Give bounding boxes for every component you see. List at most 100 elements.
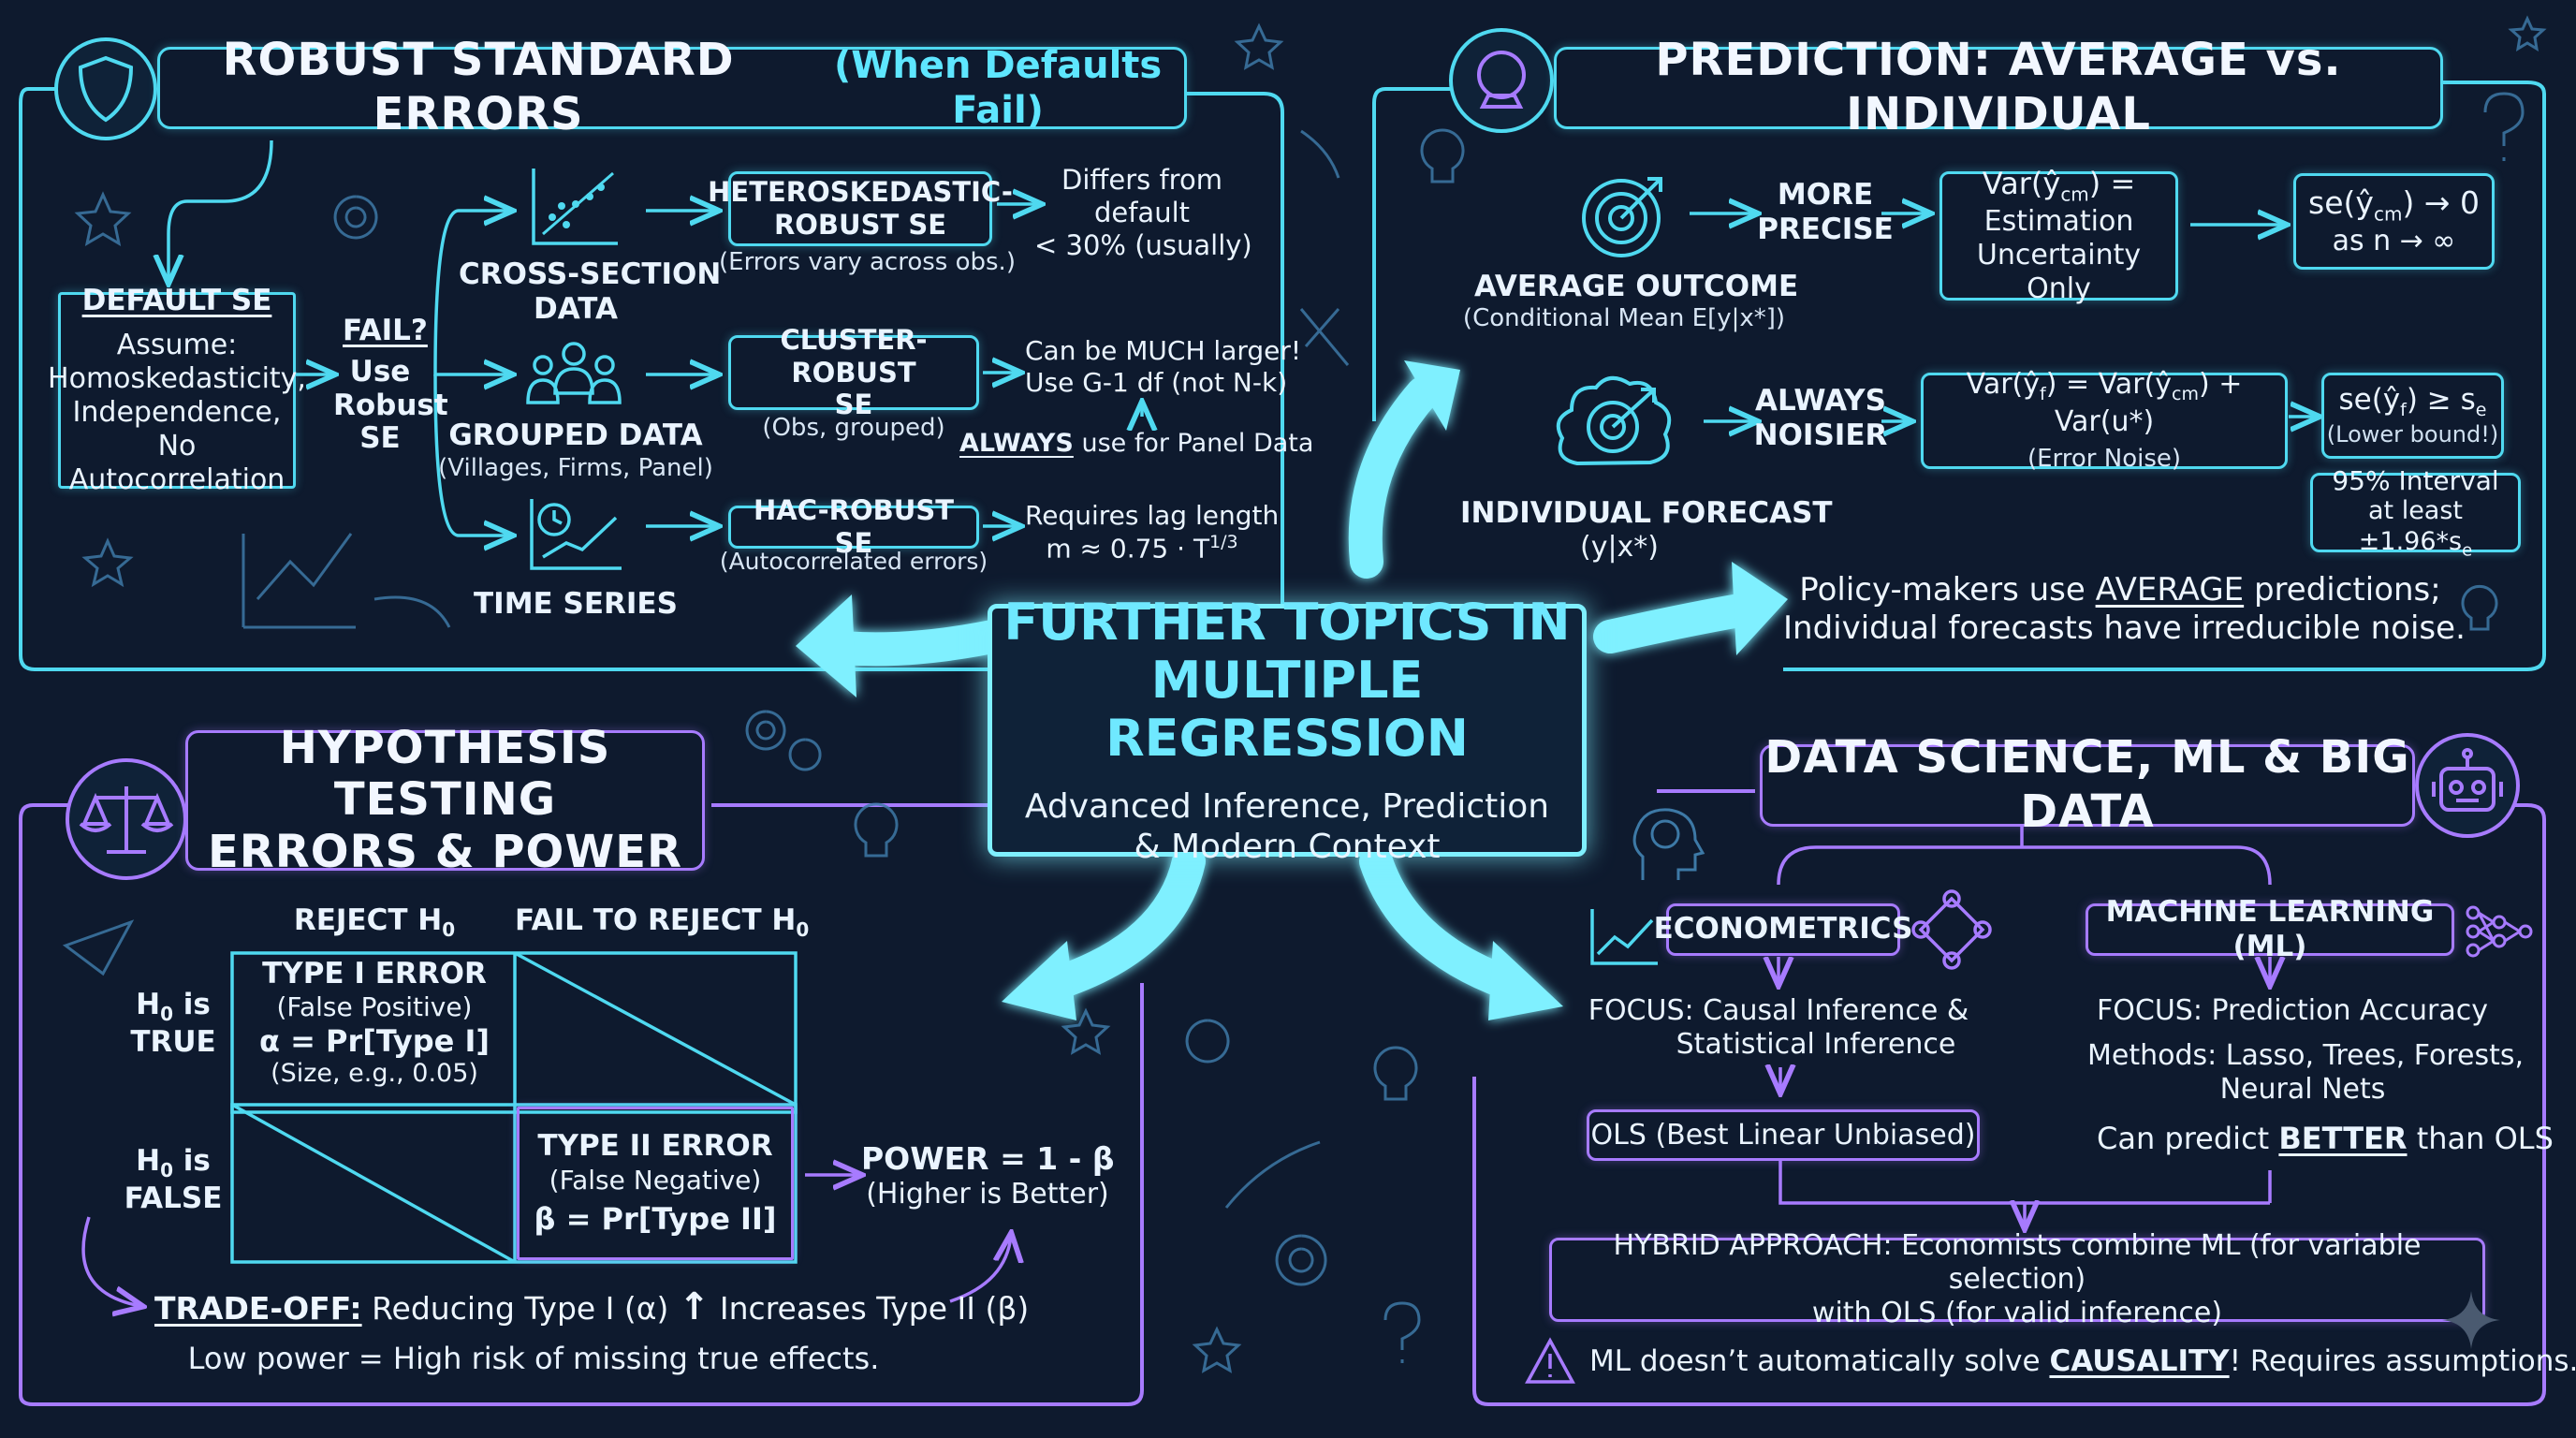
doodle-layer [62,15,2547,1373]
chart-doodle [1299,308,1350,366]
cluster-robust-box: CLUSTER-ROBUST SE [728,324,979,420]
cluster-result: Can be MUCH larger! Use G-1 df (not N-k) [1025,335,1302,398]
center-arrows [796,360,1788,1020]
default-se-box: DEFAULT SE Assume: Homoskedasticity, Ind… [48,284,306,496]
row-false-header: H0 is FALSE [124,1144,223,1216]
warning-icon [1525,1337,1575,1384]
robust-title-box: ROBUST STANDARD ERRORS (When Defaults Fa… [157,34,1187,140]
center-title-box: FURTHER TOPICS IN MULTIPLE REGRESSION Ad… [988,593,1587,866]
var-f-box: Var(ŷf) = Var(ŷcm) + Var(u*) (Error Nois… [1921,368,2288,473]
star-icon [74,191,132,247]
star-icon [2508,15,2547,51]
robot-icon [2432,748,2503,812]
average-outcome-label: AVERAGE OUTCOME [1474,270,1799,303]
type2-cell: TYPE II ERROR (False Negative) β = Pr[Ty… [517,1107,794,1260]
more-precise-label: MORE PRECISE [1757,178,1894,247]
econometrics-focus: FOCUS: Causal Inference & Statistical In… [1588,994,1969,1061]
clock-chart-icon [530,499,622,570]
se-f-box: se(ŷf) ≥ se (Lower bound!) [2321,373,2504,459]
star-icon [1234,22,1284,70]
hypothesis-connectors [81,1175,1011,1306]
frame-datasci [1472,789,2546,1406]
time-series-label: TIME SERIES [474,587,678,621]
lightbulb-icon [854,802,899,858]
hypothesis-title-box: HYPOTHESIS TESTING ERRORS & POWER [185,723,705,877]
gear-icon [1185,1019,1230,1064]
hac-note: (Autocorrelated errors) [719,548,988,575]
cluster-note: (Obs, grouped) [762,414,945,442]
hac-robust-box: HAC-ROBUST SE [728,494,979,559]
individual-forecast-label: INDIVIDUAL FORECAST [1460,496,1833,530]
panel-note: ALWAYS use for Panel Data [959,429,1314,458]
ml-causality-warning: ML doesn’t automatically solve CAUSALITY… [1589,1344,2576,1378]
ml-methods: Methods: Lasso, Trees, Forests, Neural N… [2087,1039,2525,1106]
lightbulb-icon [2461,584,2498,631]
scales-badge [66,758,187,880]
ml-box: MACHINE LEARNING (ML) [2086,895,2454,963]
line-chart-doodle [242,533,356,629]
scales-icon [79,786,174,854]
arrow-doodle [1224,1140,1321,1209]
grouped-data-note: (Villages, Firms, Panel) [438,454,713,482]
question-mark-icon [1383,1301,1421,1363]
hetero-robust-box: HETEROSKEDASTIC- ROBUST SE [708,171,1013,246]
datasci-title: DATA SCIENCE, ML & BIG DATA [1764,731,2410,838]
error-matrix [230,951,798,1264]
star-icon [1061,1007,1111,1055]
people-group-icon [526,342,622,404]
interval-box: 95% Interval at least ±1.96*se [2310,465,2521,560]
center-title: FURTHER TOPICS IN MULTIPLE REGRESSION [1003,592,1571,768]
gear-icon [745,710,786,751]
prediction-connectors [1690,213,2317,421]
datasci-title-box: DATA SCIENCE, ML & BIG DATA [1760,731,2415,838]
robust-connectors [168,139,1142,536]
scatter-plot-icon [532,169,618,245]
hetero-result: Differs from default < 30% (usually) [1034,164,1252,261]
always-noisier-label: ALWAYS NOISIER [1753,384,1888,453]
fail-question: FAIL? [343,314,428,347]
tradeoff-note: TRADE-OFF: Reducing Type I (α) ↑ Increas… [154,1285,1030,1328]
robust-title-note: (When Defaults Fail) [833,44,1163,132]
econometrics-box: ECONOMETRICS [1654,903,1912,956]
col-reject-header: REJECT H0 [293,903,456,942]
sparkle-icon [2442,1291,2500,1349]
star-icon [1192,1326,1242,1373]
center-subtitle: Advanced Inference, Prediction & Modern … [1024,786,1550,867]
power-label: POWER = 1 - β (Higher is Better) [861,1140,1115,1211]
low-power-note: Low power = High risk of missing true ef… [187,1341,880,1376]
crystal-ball-badge [1449,28,1554,133]
ml-predict: Can predict BETTER than OLS [2097,1121,2554,1156]
hetero-note: (Errors vary across obs.) [719,248,1016,276]
brain-head-icon [1632,808,1705,880]
default-se-title: DEFAULT SE [81,284,272,318]
gear-icon [1275,1234,1327,1286]
arrow-doodle [373,595,451,628]
individual-forecast-note: (y|x*) [1579,531,1660,564]
question-mark-icon [2483,92,2525,161]
cross-section-label: CROSS-SECTION DATA [459,257,722,327]
ml-focus: FOCUS: Prediction Accuracy [2097,994,2488,1027]
robot-badge [2415,733,2520,838]
col-fail-header: FAIL TO REJECT H0 [515,903,810,942]
shield-icon [78,55,134,123]
arrow-doodle [1300,129,1340,179]
var-cm-box: Var(ŷcm) = Estimation Uncertainty Only [1939,166,2178,305]
ols-box: OLS (Best Linear Unbiased) [1587,1109,1980,1161]
frame-hypothesis [19,803,1144,1406]
shield-badge [54,37,157,140]
se-cm-box: se(ŷcm) → 0 as n → ∞ [2293,173,2495,270]
lightbulb-icon [1373,1046,1418,1101]
network-icon [1911,889,1992,970]
average-outcome-note: (Conditional Mean E[y|x*]) [1462,304,1786,332]
gear-icon [788,738,822,771]
star-icon [81,537,134,588]
datasci-connectors [1778,824,2270,1226]
type1-cell: TYPE I ERROR (False Positive) α = Pr[Typ… [258,957,490,1089]
crystal-ball-icon [1477,51,1526,109]
prediction-title: PREDICTION: AVERAGE vs. INDIVIDUAL [1655,34,2342,140]
use-robust-label: Use Robust SE [333,355,448,456]
hac-result: Requires lag length m ≈ 0.75 · T1/3 [1025,500,1280,564]
frame-prediction [1372,81,2546,671]
row-true-header: H0 is TRUE [130,988,216,1060]
